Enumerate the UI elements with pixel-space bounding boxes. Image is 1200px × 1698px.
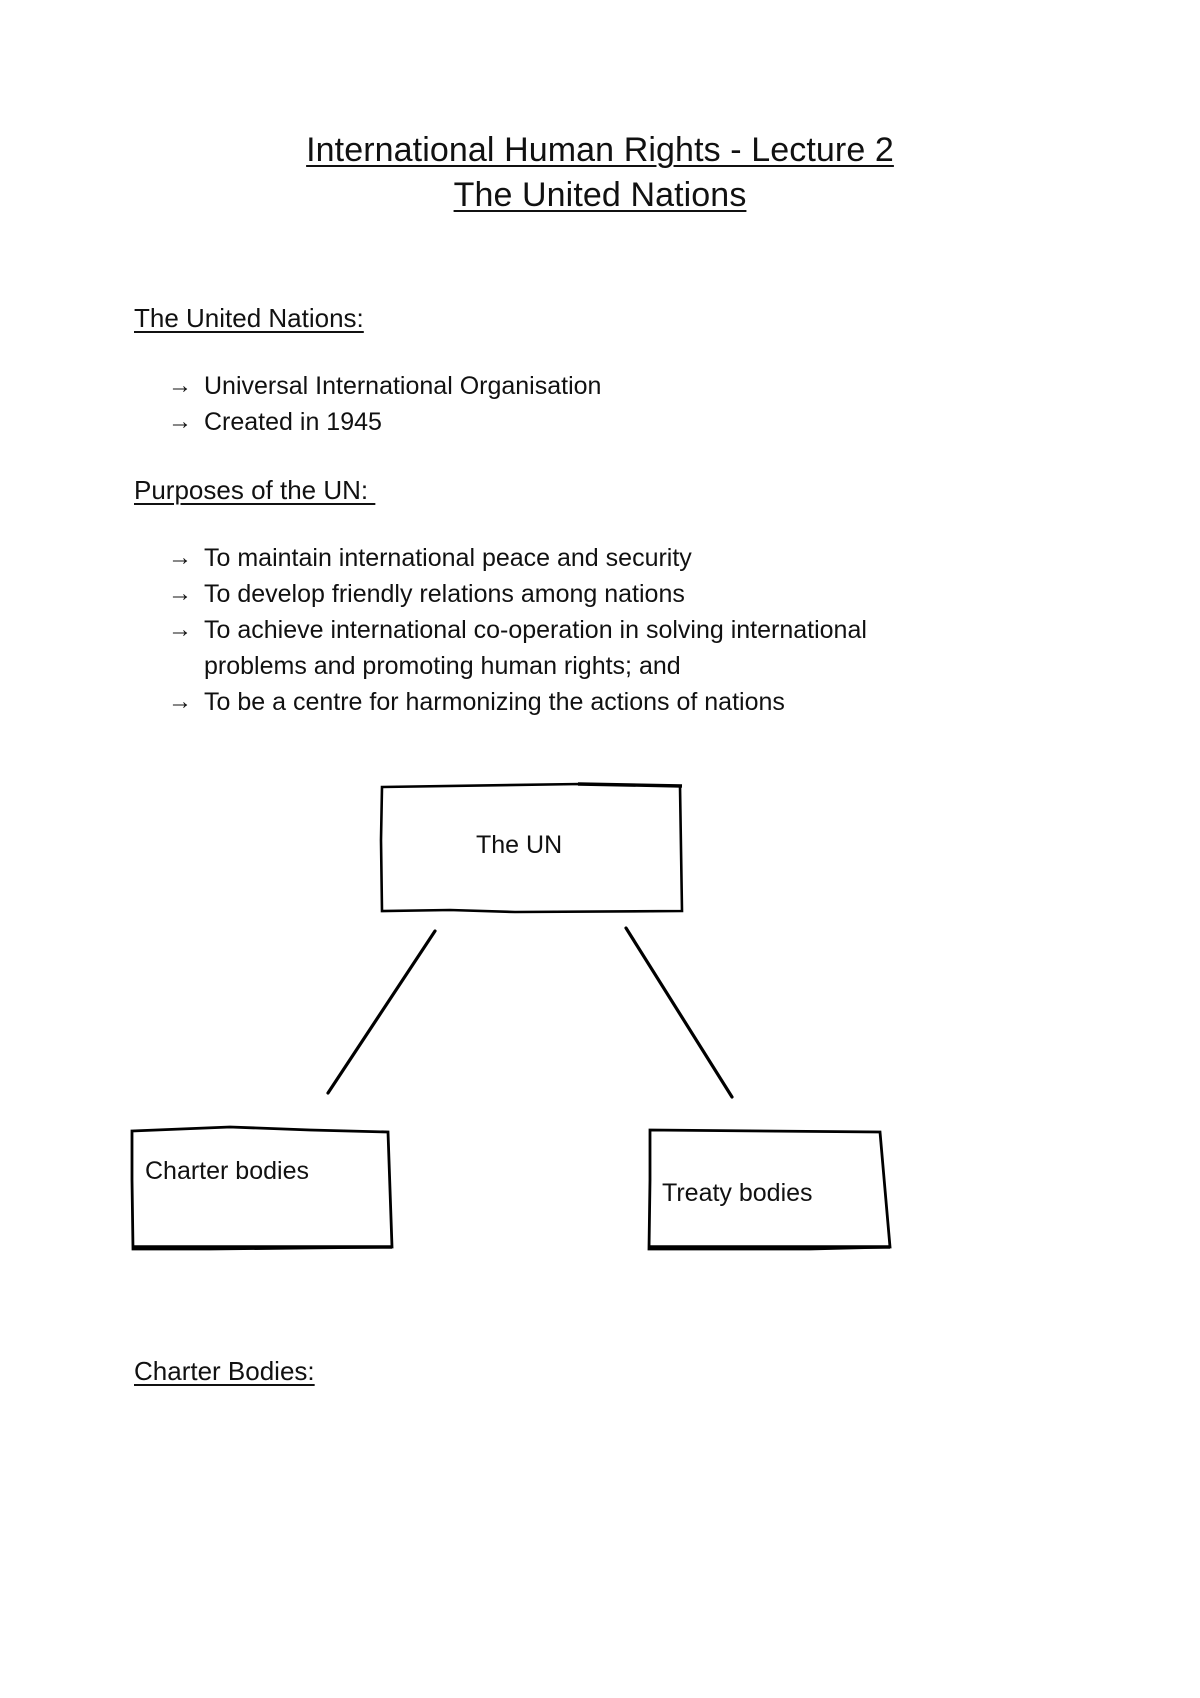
section-heading-united-nations-text: The United Nations:: [134, 303, 364, 333]
bullet-list-united-nations: → Universal International Organisation →…: [168, 368, 958, 440]
section-heading-united-nations: The United Nations:: [134, 302, 364, 334]
list-item-label: Created in 1945: [204, 408, 382, 436]
arrow-right-icon: →: [168, 688, 192, 715]
title-line-2: The United Nations: [0, 173, 1200, 218]
section-heading-purposes-text: Purposes of the UN:: [134, 475, 376, 505]
un-structure-diagram: The UN Charter bodies Treaty bodies: [110, 760, 940, 1280]
list-item: → To maintain international peace and se…: [168, 540, 958, 576]
arrow-right-icon: →: [168, 616, 192, 643]
list-item-label: To be a centre for harmonizing the actio…: [204, 688, 785, 716]
list-item-label: To maintain international peace and secu…: [204, 544, 692, 572]
list-item-label: Universal International Organisation: [204, 372, 602, 400]
page-title: International Human Rights - Lecture 2 T…: [0, 128, 1200, 218]
section-heading-charter-bodies-text: Charter Bodies:: [134, 1356, 315, 1386]
arrow-right-icon: →: [168, 544, 192, 571]
bullet-list-purposes: → To maintain international peace and se…: [168, 540, 958, 720]
diagram-canvas: [130, 782, 892, 1251]
list-item: → Created in 1945: [168, 404, 958, 440]
arrow-right-icon: →: [168, 408, 192, 435]
list-item: → To develop friendly relations among na…: [168, 576, 958, 612]
list-item-label: To develop friendly relations among nati…: [204, 580, 685, 608]
list-item: → To be a centre for harmonizing the act…: [168, 684, 958, 720]
edge-un-to-charter: [326, 929, 437, 1095]
node-label-treaty: Treaty bodies: [662, 1179, 813, 1207]
list-item-label: To achieve international co-operation in…: [204, 616, 867, 680]
arrow-right-icon: →: [168, 372, 192, 399]
list-item: → Universal International Organisation: [168, 368, 958, 404]
title-line-1: International Human Rights - Lecture 2: [0, 128, 1200, 173]
arrow-right-icon: →: [168, 580, 192, 607]
title-line-2-text: The United Nations: [453, 176, 747, 214]
title-line-1-text: International Human Rights - Lecture 2: [306, 131, 894, 169]
node-label-un: The UN: [476, 831, 563, 859]
node-label-charter: Charter bodies: [145, 1157, 309, 1185]
section-heading-charter-bodies: Charter Bodies:: [134, 1355, 315, 1387]
edge-un-to-treaty: [624, 926, 734, 1099]
node-box-treaty: [647, 1128, 892, 1251]
section-heading-purposes: Purposes of the UN:: [134, 474, 375, 506]
list-item: → To achieve international co-operation …: [168, 612, 958, 684]
node-box-un-top-stroke: [577, 782, 683, 788]
node-box-charter: [130, 1125, 394, 1251]
